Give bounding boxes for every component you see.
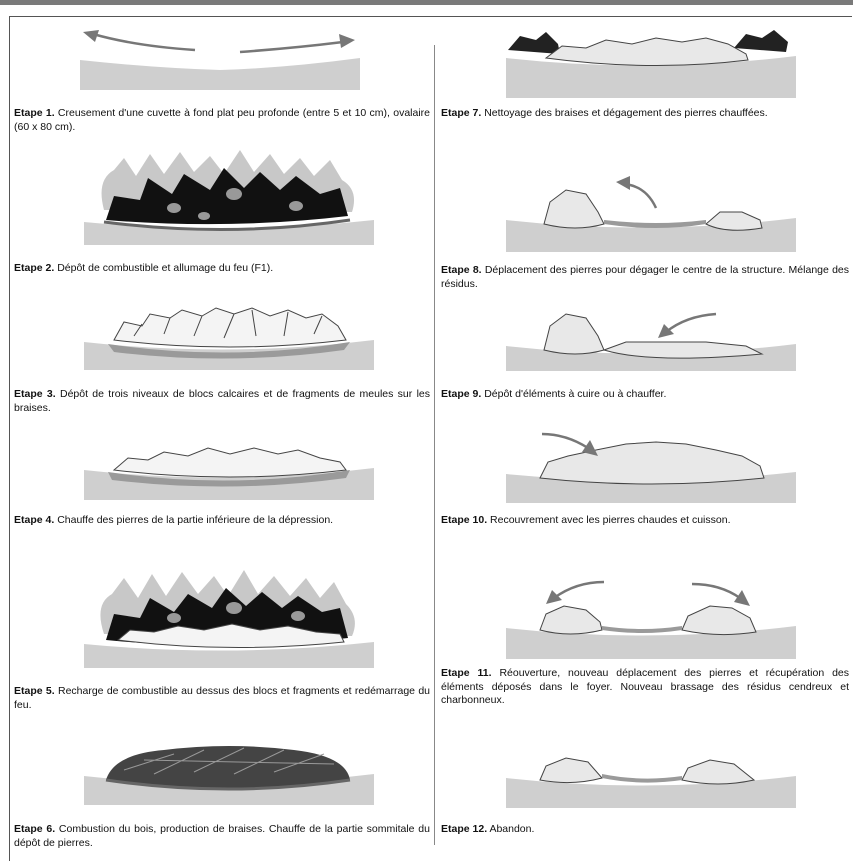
step-4-caption: Etape 4. Chauffe des pierres de la parti…: [14, 514, 430, 528]
log-end: [291, 611, 305, 621]
arrow-right-icon: [240, 42, 343, 52]
log-end: [226, 602, 242, 614]
column-divider: [434, 45, 435, 845]
stones-left-pile: [544, 190, 604, 228]
arrow-down-right-icon: [542, 434, 588, 448]
residue-mix: [602, 626, 682, 633]
log-end: [167, 613, 181, 623]
step-1-caption: Etape 1. Creusement d'une cuvette à fond…: [14, 107, 430, 134]
step-7-illustration: [506, 28, 796, 98]
log-end: [226, 188, 242, 200]
stones-left-pile: [544, 314, 604, 354]
step-5-caption: Etape 5. Recharge de combustible au dess…: [14, 685, 430, 712]
step-5-illustration: [84, 568, 374, 668]
step-3-caption: Etape 3. Dépôt de trois niveaux de blocs…: [14, 388, 430, 415]
step-10-caption: Etape 10. Recouvrement avec les pierres …: [441, 514, 849, 528]
ground-with-pit: [80, 58, 360, 90]
step-9-illustration: [506, 306, 796, 371]
step-2-illustration: [84, 150, 374, 245]
step-4-illustration: [84, 440, 374, 500]
arrowhead-right: [339, 34, 355, 48]
arrow-left-icon: [554, 582, 604, 598]
log-end: [289, 201, 303, 211]
stones-covering: [540, 442, 764, 484]
step-2-caption: Etape 2. Dépôt de combustible et allumag…: [14, 262, 430, 276]
step-11-illustration: [506, 574, 796, 659]
stones-left-pile: [540, 606, 602, 634]
step-6-caption: Etape 6. Combustion du bois, production …: [14, 823, 430, 850]
embers-cover: [106, 746, 350, 788]
residue-mix: [602, 774, 682, 783]
step-12-illustration: [506, 748, 796, 808]
step-8-illustration: [506, 172, 796, 252]
stones-right-pile: [682, 606, 756, 635]
step-9-caption: Etape 9. Dépôt d'éléments à cuire ou à c…: [441, 388, 849, 402]
top-rule: [0, 0, 853, 5]
arrow-right-icon: [692, 584, 740, 598]
arrowhead: [658, 324, 674, 338]
arrow-left-icon: [666, 314, 716, 332]
step-7-caption: Etape 7. Nettoyage des braises et dégage…: [441, 107, 849, 121]
log-end: [167, 203, 181, 213]
step-6-illustration: [84, 740, 374, 805]
stones-right: [682, 760, 754, 784]
step-12-caption: Etape 12. Abandon.: [441, 823, 849, 837]
stone-blocks: [114, 448, 346, 477]
arrowhead: [546, 590, 562, 604]
ember-pile-right: [734, 30, 788, 52]
arrow-left-icon: [93, 34, 195, 50]
arrowhead-left: [83, 30, 99, 42]
stones-right: [706, 212, 762, 230]
step-1-illustration: [75, 28, 370, 93]
ember-pile-left: [508, 32, 560, 54]
arrowhead: [734, 590, 750, 606]
step-10-illustration: [506, 418, 796, 503]
stones-left: [540, 758, 602, 783]
step-3-illustration: [84, 300, 374, 370]
arrowhead: [616, 176, 630, 190]
heated-stones: [546, 38, 748, 66]
step-8-caption: Etape 8. Déplacement des pierres pour dé…: [441, 264, 849, 291]
step-11-caption: Etape 11. Réouverture, nouveau déplaceme…: [441, 667, 849, 708]
log-end: [198, 212, 210, 220]
stone-blocks: [114, 308, 346, 347]
